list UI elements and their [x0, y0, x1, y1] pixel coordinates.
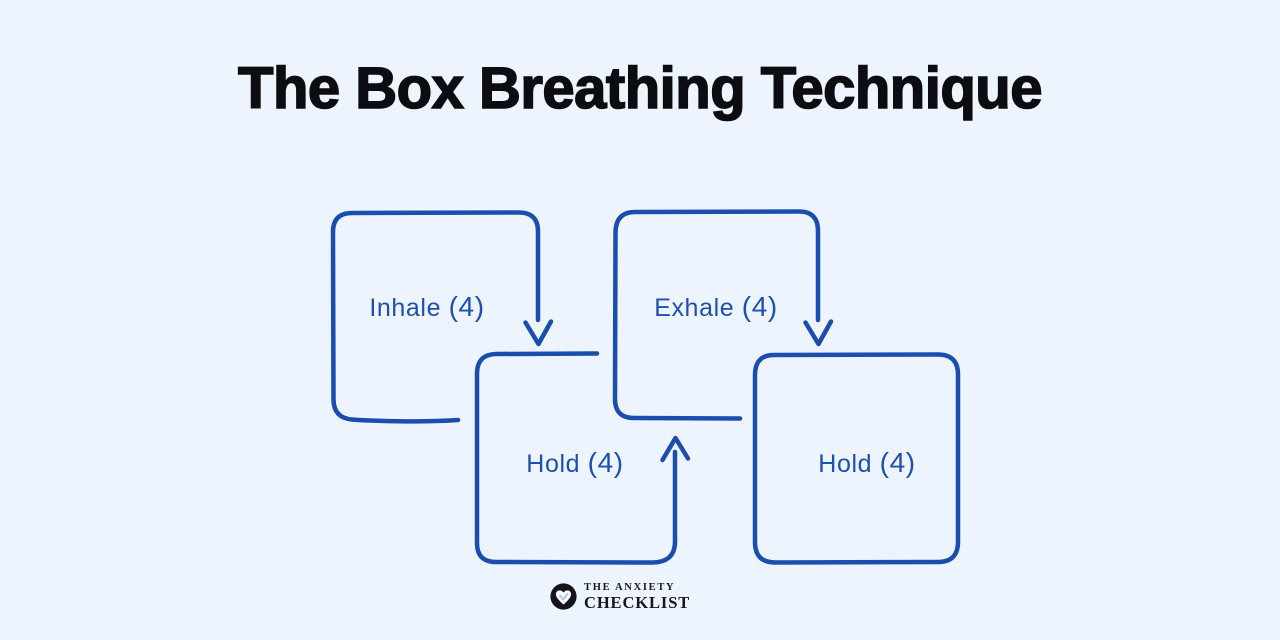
step-label-hold-2: Hold (4) [818, 447, 915, 479]
step-count: (4) [448, 291, 485, 322]
step-label-exhale: Exhale (4) [654, 291, 778, 323]
heart-check-icon [550, 583, 577, 610]
brand-name-line2: CHECKLIST [584, 592, 691, 612]
step-name: Inhale [369, 294, 442, 322]
step-name: Hold [526, 450, 581, 478]
hold2-box-outline [752, 352, 961, 565]
page-title: The Box Breathing Technique [237, 55, 1043, 122]
hold1-box-outline [474, 351, 678, 565]
step-count: (4) [741, 291, 778, 322]
arrow-down-exhale-to-hold-icon [803, 319, 834, 347]
exhale-box-outline [612, 209, 821, 421]
step-name: Hold [818, 450, 873, 478]
step-count: (4) [879, 447, 916, 478]
arrow-down-inhale-to-hold-icon [523, 319, 554, 347]
arrow-up-hold-to-exhale-icon [660, 435, 691, 463]
step-name: Exhale [654, 294, 735, 322]
brand-logo-text: THE ANXIETY CHECKLIST [584, 582, 690, 611]
step-label-hold-1: Hold (4) [526, 447, 623, 479]
step-count: (4) [587, 447, 624, 478]
inhale-box-outline [330, 210, 541, 424]
step-label-inhale: Inhale (4) [369, 291, 484, 323]
brand-logo: THE ANXIETY CHECKLIST [550, 582, 690, 611]
brand-name-line1: THE ANXIETY [584, 582, 676, 593]
